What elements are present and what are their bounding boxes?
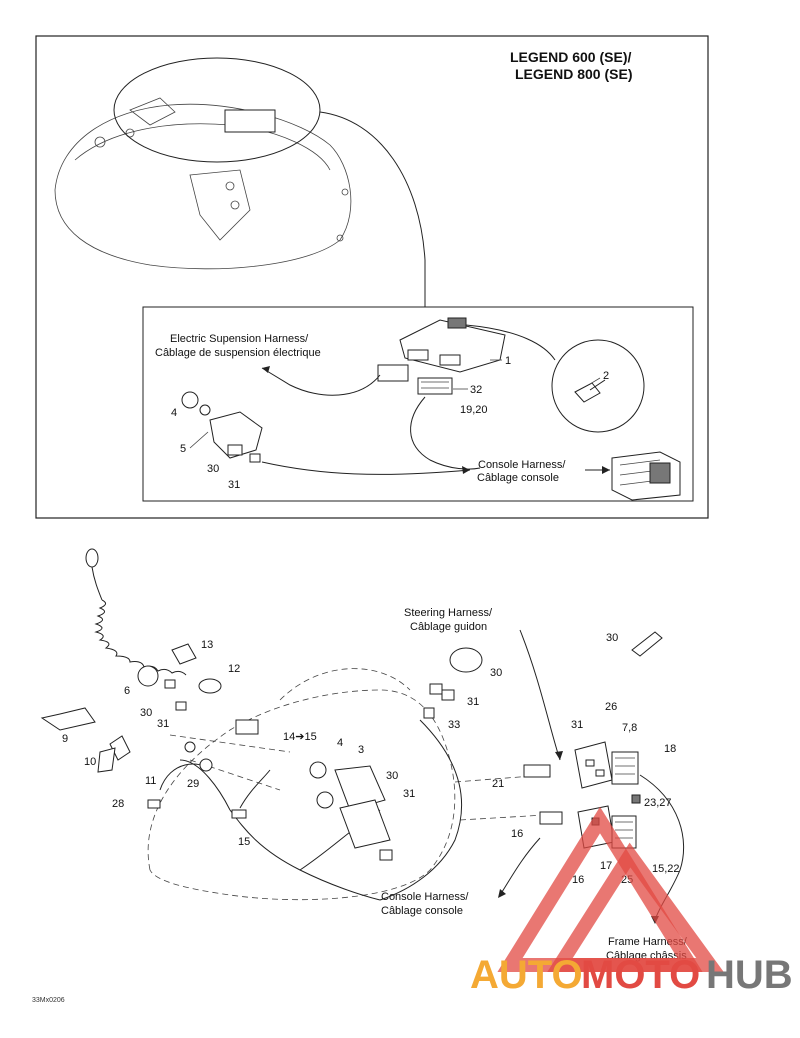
- top-panel-frame: [35, 35, 709, 519]
- console-harness-label-en: Console Harness/: [478, 459, 566, 471]
- callout-2: 2: [603, 370, 609, 382]
- bottom-panel: 13 12 6 30 31 9 10 11 28 29 14➔15 15 4 3…: [32, 548, 688, 1004]
- detail-circle: [551, 339, 645, 433]
- callout-31-top: 31: [228, 479, 240, 491]
- callout-4-bottom: 4: [337, 737, 343, 749]
- model-title-line1: LEGEND 600 (SE)/: [510, 49, 631, 65]
- callout-23-27: 18: [664, 743, 676, 755]
- steering-harness-label-fr: Câblage guidon: [410, 621, 487, 633]
- callout-19-20-bottom: 15,22: [652, 863, 680, 875]
- callout-7-8: 31: [571, 719, 583, 731]
- callout-16-lower: 16: [511, 828, 523, 840]
- top-panel: LEGEND 600 (SE)/ LEGEND 800 (SE): [35, 35, 709, 519]
- callout-6: 6: [124, 685, 130, 697]
- watermark-moto: MOTO: [581, 953, 700, 997]
- callout-13: 13: [201, 639, 213, 651]
- callout-12: 12: [228, 663, 240, 675]
- suspension-module: [399, 317, 506, 373]
- electric-harness-label-fr: Câblage de suspension électrique: [155, 347, 321, 359]
- callout-17: 23,27: [644, 797, 672, 809]
- console-harness-label-fr-bottom: Câblage console: [381, 905, 463, 917]
- callout-26: 30: [606, 632, 618, 644]
- callout-15-22: 16: [572, 874, 584, 886]
- tether-cord: [85, 548, 197, 676]
- electric-harness-label-en: Electric Supension Harness/: [170, 333, 309, 345]
- detail-box: [142, 306, 694, 502]
- callout-33: 30: [490, 667, 502, 679]
- figure-code: 33Mx0206: [32, 997, 65, 1004]
- callout-4: 4: [171, 407, 177, 419]
- callout-11: 11: [145, 775, 156, 787]
- console-harness-label-en-bottom: Console Harness/: [381, 891, 469, 903]
- callout-21: 7,8: [622, 722, 637, 734]
- connector-block: [523, 741, 641, 849]
- watermark-logo: AUTO MOTO HUB: [470, 806, 793, 997]
- callout-14-15: 14➔15: [283, 731, 317, 743]
- callout-30-left: 30: [140, 707, 152, 719]
- steering-harness-label-en: Steering Harness/: [404, 607, 493, 619]
- callout-10: 10: [84, 756, 96, 768]
- callout-5: 5: [180, 443, 186, 455]
- model-title-line2: LEGEND 800 (SE): [515, 66, 632, 82]
- callout-31-left: 31: [157, 718, 169, 730]
- callout-15: 15: [238, 836, 250, 848]
- callout-18: 26: [605, 701, 617, 713]
- callout-16-upper: 21: [492, 778, 504, 790]
- callout-29: 29: [187, 778, 199, 790]
- watermark-hub: HUB: [706, 953, 793, 997]
- callout-25: 17: [600, 860, 612, 872]
- callout-31-center: 31: [403, 788, 415, 800]
- callout-30-top: 30: [207, 463, 219, 475]
- watermark-auto: AUTO: [470, 953, 583, 997]
- hood-sketch: [54, 57, 352, 270]
- callout-19-20-top: 19,20: [460, 404, 488, 416]
- callout-31-right: 33: [448, 719, 460, 731]
- callout-30-center: 30: [386, 770, 398, 782]
- callout-32: 32: [470, 384, 482, 396]
- console-connector: [611, 451, 681, 501]
- callout-3: 3: [358, 744, 364, 756]
- callout-1: 1: [505, 355, 511, 367]
- callout-28: 28: [112, 798, 124, 810]
- callout-30-right: 31: [467, 696, 479, 708]
- console-harness-label-fr: Câblage console: [477, 472, 559, 484]
- callout-9: 9: [62, 733, 68, 745]
